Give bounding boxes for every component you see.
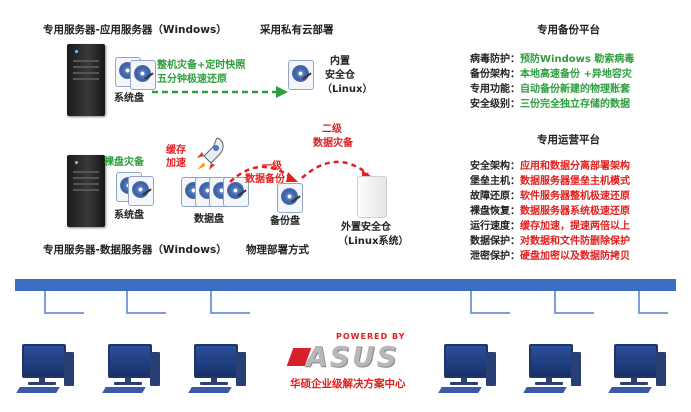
spec-value: 预防Windows 勒索病毒 bbox=[520, 54, 635, 65]
asus-center-name: 华硕企业级解决方案中心 bbox=[290, 378, 406, 390]
spec-key: 数据保护： bbox=[470, 236, 520, 247]
spec-key: 安全架构： bbox=[470, 161, 520, 172]
backup-desc-line1: 整机灾备+定时快照 bbox=[157, 60, 246, 71]
system-disk-label: 系统盘 bbox=[114, 93, 144, 104]
client-computer-icon bbox=[16, 344, 74, 396]
level1-label-1: 一级 bbox=[262, 161, 282, 172]
spec-row: 安全级别：三份完全独立存储的数据 bbox=[466, 98, 630, 111]
powered-by-text: POWERED BY bbox=[336, 332, 406, 341]
ops-platform-title: 专用运营平台 bbox=[537, 134, 600, 146]
spec-row: 安全架构：应用和数据分离部署架构 bbox=[466, 160, 630, 173]
cache-label-2: 加速 bbox=[166, 158, 186, 169]
spec-key: 专用功能： bbox=[470, 84, 520, 95]
spec-row: 数据保护：对数据和文件防删除保护 bbox=[466, 235, 630, 248]
hard-disk-icon bbox=[130, 60, 156, 90]
vault-label-1: 内置 bbox=[330, 56, 350, 67]
data-disk-icon bbox=[223, 177, 249, 207]
spec-value: 本地高速备份 +异地容灾 bbox=[520, 69, 632, 80]
cache-label-1: 缓存 bbox=[166, 145, 186, 156]
spec-row: 泄密保护：硬盘加密以及数据防拷贝 bbox=[466, 250, 630, 263]
client-computer-icon bbox=[608, 344, 666, 396]
system-disk-label-2: 系统盘 bbox=[114, 210, 144, 221]
app-server-icon bbox=[67, 44, 105, 116]
bare-disk-disaster-label: 裸盘灾备 bbox=[104, 157, 144, 168]
spec-value: 应用和数据分离部署架构 bbox=[520, 161, 630, 172]
physical-deploy-label: 物理部署方式 bbox=[246, 244, 309, 256]
backup-disk-icon bbox=[277, 183, 303, 213]
data-server-icon bbox=[67, 155, 105, 227]
backup-desc-line2: 五分钟极速还原 bbox=[157, 74, 227, 85]
spec-key: 泄密保护： bbox=[470, 251, 520, 262]
spec-key: 堡垒主机： bbox=[470, 176, 520, 187]
spec-value: 自动备份新建的物理账套 bbox=[520, 84, 630, 95]
hard-disk-icon bbox=[128, 176, 154, 206]
backup-disk-label: 备份盘 bbox=[270, 216, 300, 227]
client-computer-icon bbox=[523, 344, 581, 396]
spec-row: 故障还原：软件服务器整机极速还原 bbox=[466, 190, 630, 203]
spec-key: 裸盘恢复： bbox=[470, 206, 520, 217]
data-disk-label: 数据盘 bbox=[194, 214, 224, 225]
client-computer-icon bbox=[438, 344, 496, 396]
client-computer-icon bbox=[102, 344, 160, 396]
private-cloud-title: 采用私有云部署 bbox=[260, 24, 334, 36]
spec-value: 数据服务器堡垒主机模式 bbox=[520, 176, 630, 187]
spec-key: 备份架构： bbox=[470, 69, 520, 80]
network-bus bbox=[15, 279, 676, 291]
spec-row: 备份架构：本地高速备份 +异地容灾 bbox=[466, 68, 632, 81]
spec-key: 故障还原： bbox=[470, 191, 520, 202]
app-server-title: 专用服务器-应用服务器（Windows） bbox=[43, 24, 227, 36]
spec-row: 裸盘恢复：数据服务器系统极速还原 bbox=[466, 205, 630, 218]
spec-row: 堡垒主机：数据服务器堡垒主机模式 bbox=[466, 175, 630, 188]
asus-logo-text: ASUS bbox=[306, 340, 399, 373]
vault-label-3: （Linux） bbox=[322, 84, 373, 95]
backup-platform-title: 专用备份平台 bbox=[537, 24, 600, 36]
spec-value: 对数据和文件防删除保护 bbox=[520, 236, 630, 247]
level2-label-1: 二级 bbox=[322, 124, 342, 135]
external-vault-label-2: （Linux系统） bbox=[338, 236, 409, 247]
level2-label-2: 数据灾备 bbox=[313, 138, 353, 149]
green-arrow bbox=[152, 86, 288, 98]
level1-label-2: 数据备份 bbox=[245, 174, 285, 185]
spec-value: 软件服务器整机极速还原 bbox=[520, 191, 630, 202]
spec-value: 缓存加速，提速两倍以上 bbox=[520, 221, 630, 232]
spec-value: 数据服务器系统极速还原 bbox=[520, 206, 630, 217]
spec-row: 运行速度：缓存加速，提速两倍以上 bbox=[466, 220, 630, 233]
vault-label-2: 安全仓 bbox=[325, 70, 355, 81]
external-vault-label-1: 外置安全仓 bbox=[341, 222, 391, 233]
spec-row: 病毒防护：预防Windows 勒索病毒 bbox=[466, 53, 634, 66]
external-vault-device-icon bbox=[357, 176, 387, 218]
spec-value: 硬盘加密以及数据防拷贝 bbox=[520, 251, 630, 262]
rocket-icon bbox=[197, 137, 224, 170]
spec-key: 安全级别： bbox=[470, 99, 520, 110]
vault-disk-icon bbox=[288, 60, 314, 90]
client-computer-icon bbox=[188, 344, 246, 396]
spec-key: 病毒防护： bbox=[470, 54, 520, 65]
spec-key: 运行速度： bbox=[470, 221, 520, 232]
spec-row: 专用功能：自动备份新建的物理账套 bbox=[466, 83, 630, 96]
data-server-title: 专用服务器-数据服务器（Windows） bbox=[43, 244, 227, 256]
spec-value: 三份完全独立存储的数据 bbox=[520, 99, 630, 110]
